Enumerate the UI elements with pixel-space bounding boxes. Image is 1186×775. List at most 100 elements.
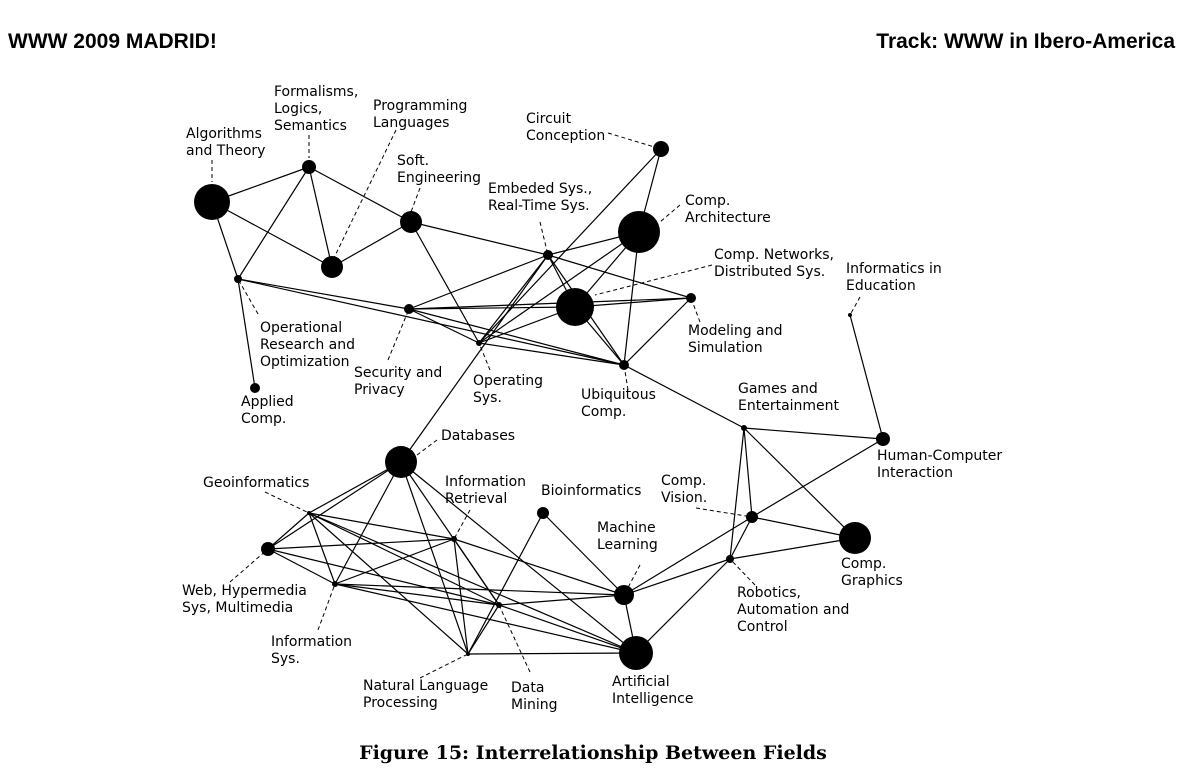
edge-games-graphics xyxy=(743,427,856,539)
edge-sec-mod xyxy=(408,297,692,310)
node-label-vision: Comp.Vision. xyxy=(661,473,707,506)
node-net xyxy=(556,288,594,326)
node-label-arch: Comp.Architecture xyxy=(685,193,771,226)
node-edu xyxy=(848,313,852,317)
edge-arch-ubi xyxy=(623,231,640,366)
node-ml xyxy=(614,585,634,605)
edge-soft-emb xyxy=(410,221,549,256)
edge-emb-mod xyxy=(547,254,692,299)
leader-geo xyxy=(264,491,310,514)
edge-vision-robot xyxy=(729,516,753,560)
leader-sec xyxy=(387,308,410,361)
edge-sec-ubi xyxy=(408,308,625,366)
node-label-net: Comp. Networks,Distributed Sys. xyxy=(714,247,834,280)
leader-dm xyxy=(498,604,531,673)
edge-geo-web xyxy=(267,512,310,550)
node-emb xyxy=(543,250,553,260)
figure-caption: Figure 15: Interrelationship Between Fie… xyxy=(359,742,827,764)
leader-edu xyxy=(849,296,861,316)
edge-opt-sec xyxy=(237,278,410,310)
edge-ml-dm xyxy=(498,594,625,606)
edge-prog-soft xyxy=(331,221,412,268)
leader-emb xyxy=(539,221,549,256)
node-sec xyxy=(404,304,414,314)
node-bio xyxy=(537,507,549,519)
edge-soft-os xyxy=(410,221,480,344)
leader-is xyxy=(317,583,336,631)
edge-ir-web xyxy=(267,538,455,550)
edge-ai-geo xyxy=(308,512,637,654)
edge-bio-nlp xyxy=(467,512,544,655)
header-conference: WWW 2009 MADRID! xyxy=(8,30,217,53)
edge-games-hci xyxy=(743,427,884,440)
edge-web-is xyxy=(267,548,336,585)
edge-os-arch xyxy=(478,231,640,344)
node-label-emb: Embeded Sys.,Real-Time Sys. xyxy=(488,181,592,214)
leader-ir xyxy=(453,509,471,540)
leader-soft xyxy=(410,187,421,213)
node-os xyxy=(476,340,482,346)
node-label-geo: Geoinformatics xyxy=(203,475,309,491)
edge-opt-ubi xyxy=(237,278,625,366)
node-games xyxy=(741,425,747,431)
leader-db xyxy=(416,439,438,456)
leader-vision xyxy=(695,507,753,518)
node-circ xyxy=(653,141,669,157)
leader-web xyxy=(229,548,269,583)
edge-is-dm xyxy=(334,583,500,606)
edge-is-ai xyxy=(334,583,637,654)
edge-ir-dm xyxy=(453,538,500,606)
edge-ai-dm xyxy=(498,604,637,654)
edge-ir-nlp xyxy=(453,538,469,655)
leader-circ xyxy=(607,132,662,150)
node-ai xyxy=(619,636,653,670)
edge-emb-db xyxy=(400,254,549,463)
edge-db-web xyxy=(267,461,402,550)
node-opt xyxy=(234,275,242,283)
leader-robot xyxy=(729,558,756,586)
edge-db-nlp xyxy=(400,461,469,655)
edge-os-ubi xyxy=(478,342,625,366)
edge-os-emb xyxy=(478,254,549,344)
node-soft xyxy=(400,211,422,233)
edge-ai-nlp xyxy=(467,652,637,655)
node-label-soft: Soft.Engineering xyxy=(397,153,481,186)
node-geo xyxy=(307,511,311,515)
node-label-graphics: Comp.Graphics xyxy=(841,556,903,589)
node-vision xyxy=(746,511,758,523)
node-ubi xyxy=(619,360,629,370)
node-form xyxy=(302,160,316,174)
edge-mod-ubi xyxy=(623,297,692,366)
edge-net-mod xyxy=(574,297,692,308)
edge-form-soft xyxy=(308,166,412,223)
leader-nlp xyxy=(419,653,469,679)
nodes-layer xyxy=(194,141,890,670)
edge-robot-ai xyxy=(635,558,731,654)
edge-vision-ml xyxy=(623,516,753,596)
node-alg xyxy=(194,184,230,220)
edge-vision-graphics xyxy=(751,516,856,539)
header-track: Track: WWW in Ibero-America xyxy=(876,30,1175,53)
node-robot xyxy=(726,555,734,563)
edge-games-vision xyxy=(743,427,753,518)
leader-prog xyxy=(331,129,397,263)
node-label-bio: Bioinformatics xyxy=(541,483,641,499)
edge-sec-os xyxy=(408,308,480,344)
edge-geo-dm xyxy=(308,512,500,606)
edge-db-geo xyxy=(308,461,402,514)
